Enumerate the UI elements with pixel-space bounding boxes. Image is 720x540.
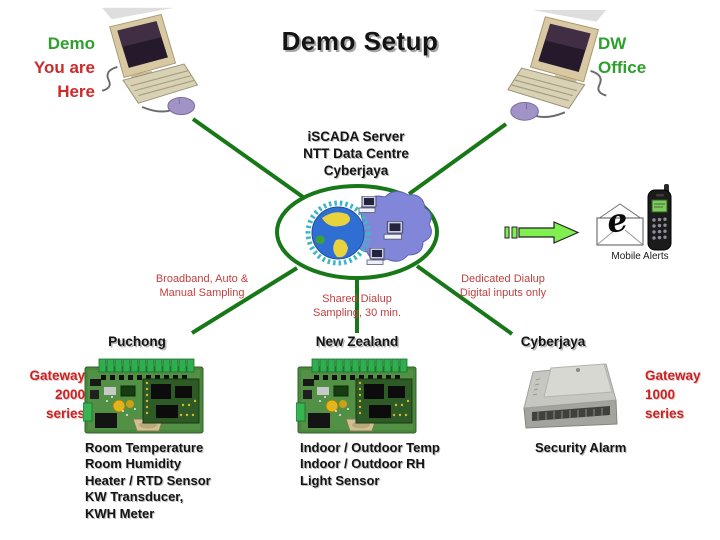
you-are-here-label: Demo You are Here	[10, 32, 95, 104]
sensor-item: Light Sensor	[300, 472, 380, 488]
sensor-item: Heater / RTD Sensor	[85, 472, 211, 488]
dedicated-dialup-link-label: Dedicated Dialup Digital inputs only	[460, 273, 546, 300]
mini-computer-icon	[383, 221, 404, 240]
svg-text:e: e	[604, 202, 629, 241]
mobile-phone-icon	[647, 184, 672, 251]
sensor-list-new-zealand: Indoor / Outdoor Temp Indoor / Outdoor R…	[300, 440, 440, 489]
sensor-item: KWH Meter	[85, 505, 155, 521]
alert-arrow-icon	[504, 221, 580, 244]
link-label-line: Shared Dialup	[322, 293, 392, 305]
mini-computer-icon	[358, 196, 377, 213]
site-label-puchong: Puchong	[108, 334, 166, 349]
sensor-item: KW Transducer,	[85, 489, 184, 505]
link-label-line: Dedicated Dialup	[461, 273, 545, 285]
link-label-line: Broadband, Auto &	[155, 273, 249, 285]
site-label-cyberjaya: Cyberjaya	[520, 334, 586, 349]
gateway-label-line: Gateway	[645, 368, 701, 383]
sensor-item: Room Humidity	[85, 456, 182, 472]
mobile-alerts-label: Mobile Alerts	[611, 251, 669, 262]
site-label-new-zealand: New Zealand	[315, 334, 399, 349]
globe-icon	[305, 200, 371, 266]
email-envelope-icon: e	[596, 202, 644, 246]
gateway-2000-board-icon	[83, 353, 205, 437]
sensor-item: Security Alarm	[535, 440, 627, 455]
server-caption-line: Cyberjaya	[323, 163, 389, 178]
page-title: Demo Setup	[281, 26, 439, 56]
sensor-list-puchong: Room Temperature Room Humidity Heater / …	[85, 440, 211, 522]
link-label-line: Manual Sampling	[159, 286, 245, 299]
broadband-link-label: Broadband, Auto & Manual Sampling	[156, 273, 248, 300]
gateway-label-line: 2000	[54, 387, 85, 402]
gateway-label-line: Gateway	[29, 368, 85, 383]
office-label: Office	[598, 58, 647, 77]
gateway-2000-label: Gateway 2000 series	[0, 366, 85, 423]
demo-label: Demo	[47, 34, 95, 53]
mini-computer-icon	[366, 248, 385, 265]
link-label-line: Digital inputs only	[459, 286, 547, 299]
gateway-1000-device-icon	[520, 350, 624, 438]
you-are-label: You are	[33, 58, 95, 77]
gateway-label-line: 1000	[645, 387, 676, 402]
here-label: Here	[57, 82, 95, 101]
server-caption: iSCADA Server NTT Data Centre Cyberjaya	[303, 128, 409, 179]
server-caption-line: iSCADA Server	[307, 129, 405, 144]
dw-label: DW	[598, 34, 627, 53]
gateway-label-line: series	[45, 406, 85, 421]
server-caption-line: NTT Data Centre	[303, 146, 409, 161]
sensor-item: Indoor / Outdoor Temp	[300, 440, 440, 455]
sensor-list-cyberjaya: Security Alarm	[535, 440, 626, 456]
gateway-board-icon	[296, 353, 418, 437]
gateway-1000-label: Gateway 1000 series	[645, 366, 701, 423]
sensor-item: Indoor / Outdoor RH	[300, 456, 425, 472]
gateway-label-line: series	[645, 406, 685, 421]
sensor-item: Room Temperature	[85, 440, 204, 455]
computer-icon	[83, 6, 207, 124]
link-label-line: Sampling, 30 min.	[312, 306, 402, 319]
shared-dialup-link-label: Shared Dialup Sampling, 30 min.	[313, 293, 401, 320]
dw-office-label: DW Office	[598, 32, 646, 80]
